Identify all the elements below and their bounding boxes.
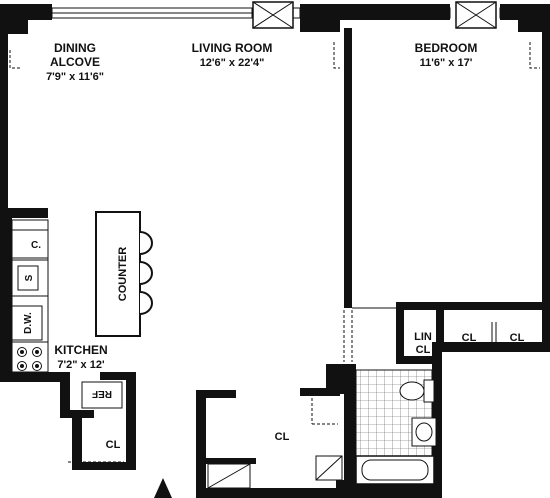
counter-island [95, 211, 153, 337]
bar-stools-icon [139, 231, 153, 315]
radiators [9, 42, 540, 69]
counter-label: COUNTER [117, 247, 129, 301]
kitchen-closet-label: CL [106, 439, 121, 451]
sink-label: S [24, 274, 35, 281]
toilet-icon [399, 379, 435, 403]
dining-dims: 7'9" x 11'6" [46, 71, 104, 83]
hall-closet-label: CL [275, 431, 290, 443]
dishwasher-label: D.W. [23, 312, 34, 334]
entry-arrow-icon [154, 478, 172, 498]
dining-label-line1: DINING [54, 41, 96, 55]
refrigerator-icon [81, 381, 123, 409]
kitchen-sink-icon [11, 259, 49, 297]
dishwasher-icon [11, 305, 43, 341]
living-label: LIVING ROOM [192, 41, 273, 55]
bathroom [355, 369, 437, 485]
linen-closet-label-line2: CL [416, 344, 431, 356]
bedroom-label: BEDROOM [415, 41, 478, 55]
kitchen-dims: 7'2" x 12' [57, 359, 105, 371]
ac-unit-bedroom-icon [455, 1, 497, 29]
ac-unit-living-icon [252, 1, 294, 29]
kitchen-label: KITCHEN [54, 343, 107, 357]
door-openings [68, 310, 353, 463]
exterior-walls [0, 4, 550, 498]
linen-closet-label-line1: LIN [414, 331, 432, 343]
living-dims: 12'6" x 22'4" [200, 57, 265, 69]
cabinet-label: C. [31, 240, 41, 251]
bathtub-icon [355, 455, 435, 485]
stove-icon [11, 341, 49, 373]
bedroom-closet-b-label: CL [510, 332, 525, 344]
bedroom-dims: 11'6" x 17' [420, 57, 473, 69]
bathroom-sink-icon [411, 417, 437, 447]
refrigerator-label: REF [92, 388, 112, 399]
bedroom-closet-a-label: CL [462, 332, 477, 344]
bedroom-closet-doors [444, 305, 540, 352]
dining-label-line2: ALCOVE [50, 55, 100, 69]
closet-shelf-icons [207, 455, 343, 489]
kitchen-fixtures [11, 219, 123, 409]
